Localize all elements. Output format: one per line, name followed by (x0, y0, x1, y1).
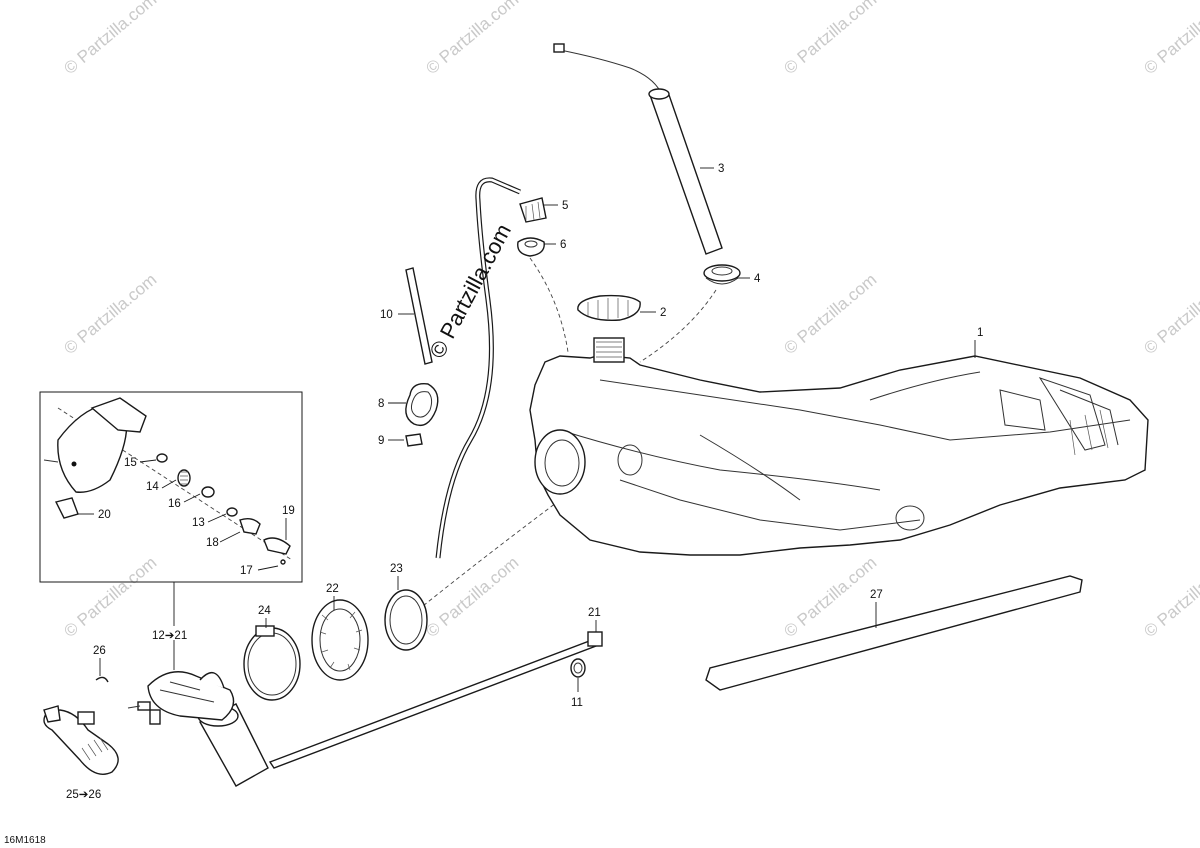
callout-22: 22 (326, 583, 339, 595)
callout-26: 26 (93, 645, 106, 657)
assembly-lines (57, 257, 717, 611)
fuel-pump-module (127, 631, 603, 787)
watermark: © Partzilla.com (780, 0, 880, 78)
lock-ring (311, 599, 369, 681)
callout-23: 23 (390, 563, 403, 575)
callout-12-21: 12➔21 (152, 630, 187, 642)
callout-9: 9 (378, 435, 384, 447)
fuel-hose-assembly (43, 676, 119, 775)
vent-valve (519, 197, 547, 223)
hose-section (405, 267, 433, 365)
callout-21: 21 (588, 607, 601, 619)
small-seal (570, 658, 586, 678)
callout-2: 2 (660, 307, 666, 319)
fuel-level-sensor (553, 43, 723, 255)
watermark: © Partzilla.com (60, 0, 160, 78)
tank-pad (705, 575, 1083, 691)
vent-nut (517, 237, 545, 257)
callout-16: 16 (168, 498, 181, 510)
vent-hose (435, 177, 521, 559)
callout-1: 1 (977, 327, 983, 339)
fuel-tank (529, 337, 1149, 556)
callout-8: 8 (378, 398, 384, 410)
callout-19: 19 (282, 505, 295, 517)
clip (405, 433, 423, 447)
callout-20: 20 (98, 509, 111, 521)
callout-11: 11 (571, 697, 583, 709)
callout-17: 17 (240, 565, 253, 577)
leader-lines (78, 167, 976, 692)
callout-15: 15 (124, 457, 137, 469)
watermark: © Partzilla.com (780, 270, 880, 358)
callouts: 1 2 3 4 5 6 10 8 9 11 12➔21 21 22 23 24 … (66, 163, 983, 801)
drawing-code: 16M1618 (4, 835, 46, 846)
pump-clamp (243, 625, 301, 701)
main-watermark: © Partzilla.com (424, 220, 516, 363)
watermark: © Partzilla.com (60, 270, 160, 358)
seal-gasket (405, 383, 439, 427)
callout-4: 4 (754, 273, 761, 285)
callout-14: 14 (146, 481, 159, 493)
grommet (703, 264, 741, 285)
callout-6: 6 (560, 239, 566, 251)
watermark: © Partzilla.com (1140, 553, 1200, 641)
watermark: © Partzilla.com (60, 553, 160, 641)
watermark: © Partzilla.com (1140, 0, 1200, 78)
callout-3: 3 (718, 163, 724, 175)
watermark: © Partzilla.com (422, 553, 522, 641)
callout-24: 24 (258, 605, 271, 617)
callout-5: 5 (562, 200, 568, 212)
callout-25-26: 25➔26 (66, 789, 101, 801)
inset-detail-box (39, 391, 303, 583)
callout-27: 27 (870, 589, 883, 601)
watermark: © Partzilla.com (422, 0, 522, 78)
callout-13: 13 (192, 517, 205, 529)
watermark: © Partzilla.com (1140, 270, 1200, 358)
callout-18: 18 (206, 537, 219, 549)
fuel-cap (577, 294, 641, 321)
o-ring (384, 589, 428, 651)
callout-10: 10 (380, 309, 393, 321)
